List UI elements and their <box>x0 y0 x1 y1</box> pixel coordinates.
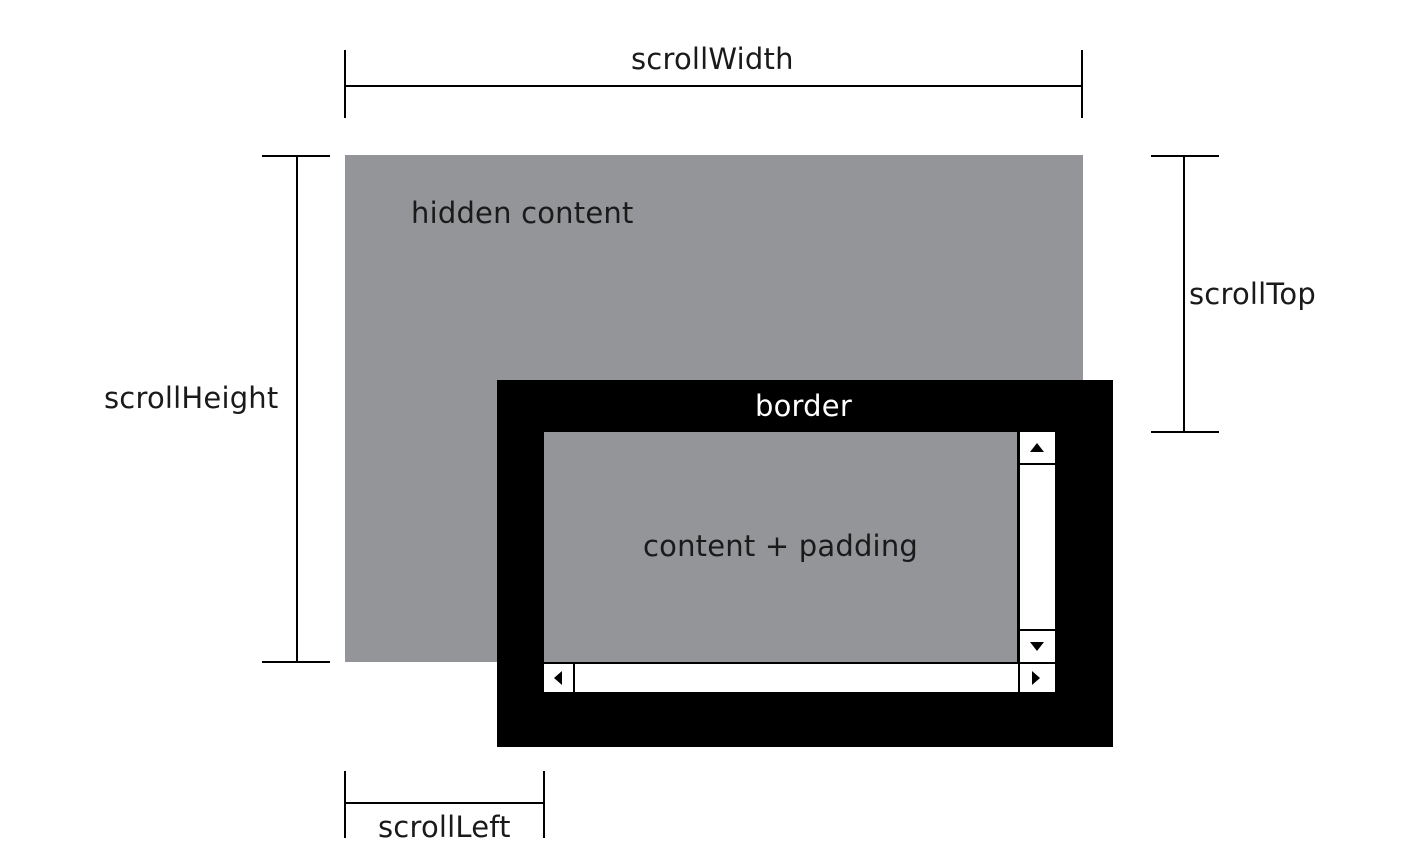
vertical-scrollbar[interactable] <box>1018 432 1055 662</box>
scroll-left-button[interactable] <box>544 664 575 692</box>
triangle-up-icon <box>1030 443 1044 452</box>
scroll-up-button[interactable] <box>1020 432 1055 465</box>
triangle-left-icon <box>554 671 562 685</box>
scroll-width-line <box>344 85 1083 87</box>
scroll-height-line <box>296 155 298 663</box>
hidden-content-label: hidden content <box>411 196 634 230</box>
scroll-top-label: scrollTop <box>1189 277 1316 311</box>
scroll-width-tick-left <box>344 50 346 118</box>
scroll-right-button[interactable] <box>1018 664 1053 692</box>
triangle-down-icon <box>1030 642 1044 651</box>
scroll-height-label: scrollHeight <box>104 381 279 415</box>
content-padding-area: content + padding <box>544 432 1017 662</box>
content-padding-label: content + padding <box>643 529 919 563</box>
scroll-left-line <box>344 802 545 804</box>
horizontal-scrollbar[interactable] <box>544 662 1055 692</box>
scroll-left-label: scrollLeft <box>378 810 511 844</box>
scroll-down-button[interactable] <box>1020 629 1055 662</box>
scroll-top-tick-top <box>1151 155 1219 157</box>
scroll-width-label: scrollWidth <box>631 42 794 76</box>
triangle-right-icon <box>1032 671 1040 685</box>
scroll-width-tick-right <box>1081 50 1083 118</box>
scroll-left-tick-left <box>344 771 346 838</box>
scroll-left-tick-right <box>543 771 545 838</box>
scroll-top-tick-bottom <box>1151 431 1219 433</box>
border-label: border <box>755 389 852 423</box>
scroll-top-line <box>1183 155 1185 433</box>
